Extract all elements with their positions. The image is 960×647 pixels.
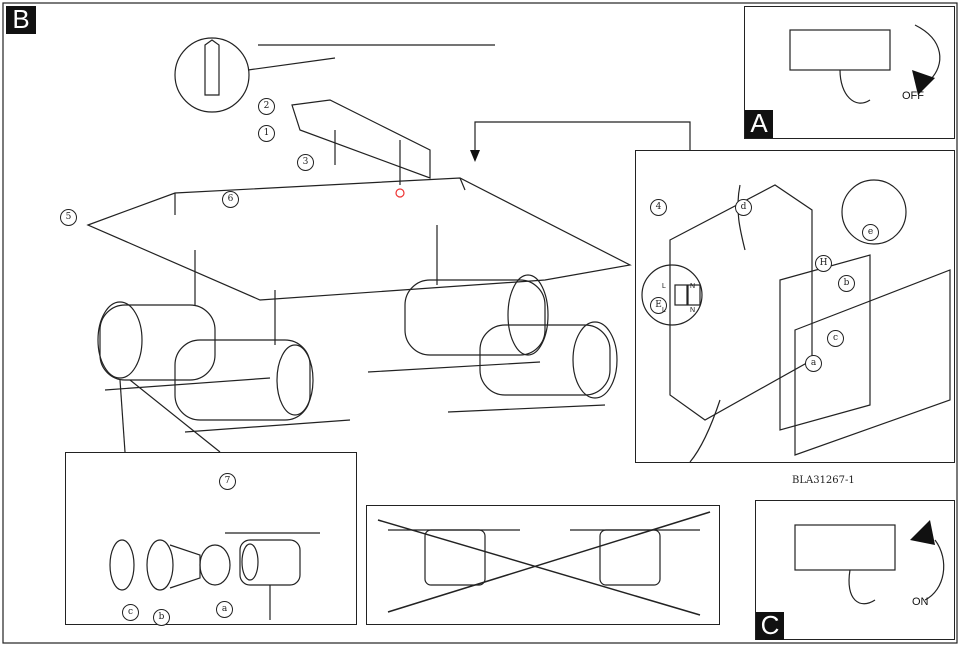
spotlight-3: [367, 225, 549, 373]
terminal-label: N: [690, 307, 696, 314]
step-marker: 7: [219, 473, 236, 490]
step-marker: E: [650, 297, 667, 314]
bracket: [291, 99, 431, 179]
terminal-label: N: [690, 283, 696, 290]
step-marker: a: [216, 601, 233, 618]
panel-lamp-detail: [65, 452, 357, 625]
step-marker: d: [735, 199, 752, 216]
step-marker: 3: [297, 154, 314, 171]
spotlight-2: [174, 290, 351, 433]
spotlight-4: [447, 321, 618, 413]
cross-line-2: [387, 511, 711, 613]
panel-tag-a: A: [745, 110, 773, 138]
ceiling-plate: [86, 177, 632, 301]
panel-tag-c: C: [756, 612, 784, 640]
off-label: OFF: [902, 90, 924, 102]
step-marker: c: [827, 330, 844, 347]
step-marker: 6: [222, 191, 239, 208]
panel-a-power-off: [744, 6, 955, 139]
step-marker: 5: [60, 209, 77, 226]
cross-line-1: [377, 519, 701, 616]
wall-plug-detail: [174, 37, 250, 113]
cover-plate: [794, 269, 951, 456]
on-label: ON: [912, 596, 929, 608]
panel-wrong-orientation: [366, 505, 720, 625]
step-marker: 2: [258, 98, 275, 115]
step-marker: c: [122, 604, 139, 621]
panel-c-power-on: [755, 500, 955, 640]
step-marker: 1: [258, 125, 275, 142]
gasket: [779, 254, 871, 431]
terminal-label: L: [662, 307, 666, 314]
step-marker: 4: [650, 199, 667, 216]
model-code: BLA31267-1: [792, 475, 855, 486]
step-marker: a: [805, 355, 822, 372]
step-marker: H: [815, 255, 832, 272]
terminal-label: L: [662, 283, 666, 290]
step-marker: b: [838, 275, 855, 292]
breaker-on: [794, 524, 896, 571]
panel-tag-b: B: [6, 6, 36, 34]
step-marker: e: [862, 224, 879, 241]
step-marker: b: [153, 609, 170, 626]
spotlight-1: [97, 250, 271, 391]
panel-junction-box: [635, 150, 955, 463]
